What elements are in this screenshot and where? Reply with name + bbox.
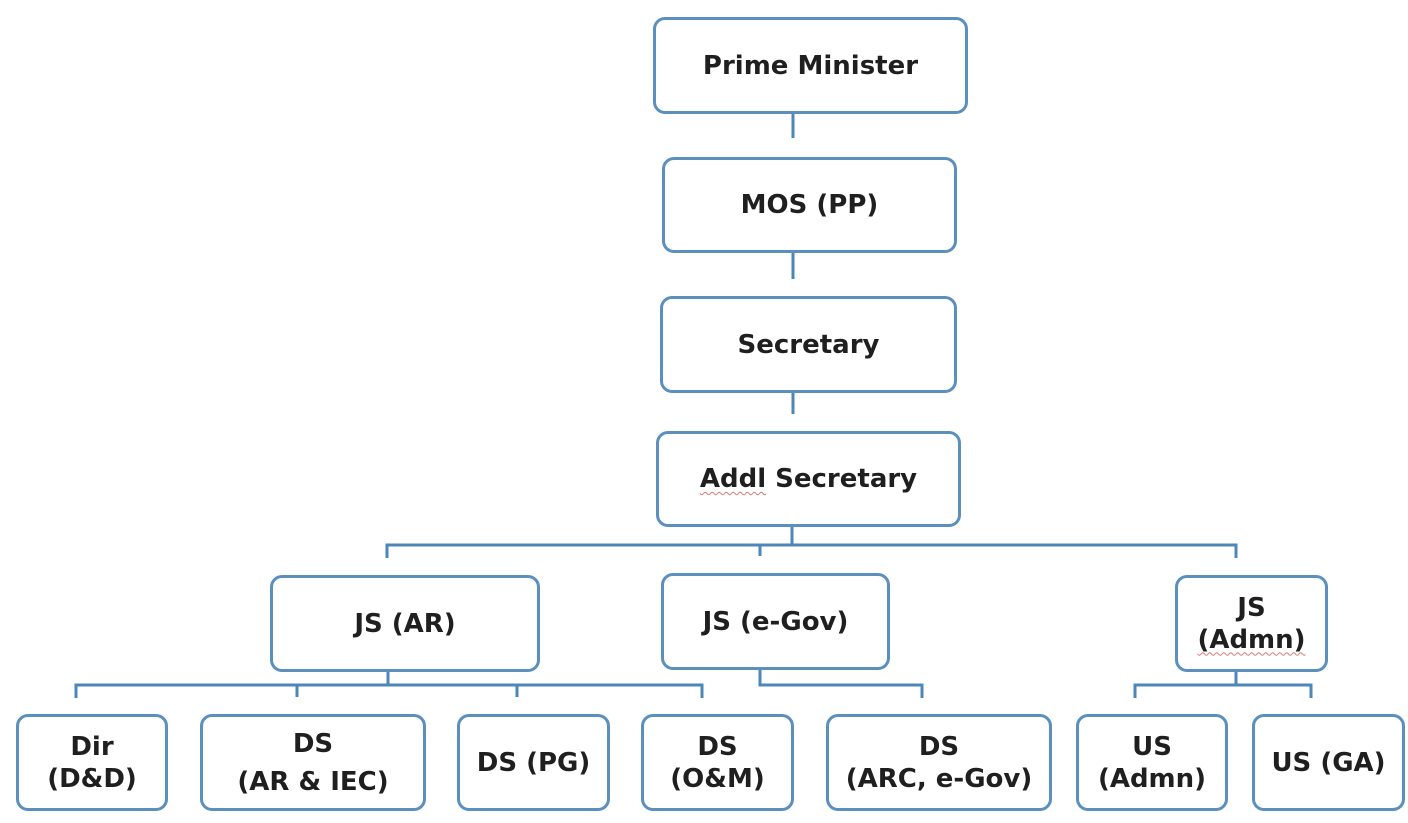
node-ds-arc-egov: DS (ARC, e-Gov) [826, 714, 1052, 811]
node-label: DS (PG) [476, 747, 591, 778]
node-js-egov: JS (e-Gov) [661, 573, 890, 670]
node-secretary: Secretary [660, 296, 957, 393]
node-label-line-1: DS [292, 728, 334, 759]
node-label-line-2: (Admn) [1197, 624, 1306, 655]
node-label-line-1: US [1132, 731, 1172, 762]
node-label: Addl Secretary [699, 464, 918, 494]
node-label: US (GA) [1271, 747, 1386, 778]
spellcheck-word: Addl [699, 464, 767, 494]
node-us-admn: US (Admn) [1076, 714, 1228, 811]
node-label-line-2: (Admn) [1097, 763, 1207, 794]
node-label-line-2: (O&M) [670, 763, 765, 794]
node-js-admn: JS (Admn) [1175, 575, 1328, 672]
node-js-ar: JS (AR) [270, 575, 540, 672]
node-dir-dd: Dir (D&D) [16, 714, 168, 811]
node-label-line-1: DS [918, 731, 960, 762]
node-ds-om: DS (O&M) [641, 714, 794, 811]
node-addl-secretary: Addl Secretary [656, 431, 961, 527]
node-ds-ar-iec: DS (AR & IEC) [200, 714, 426, 811]
node-label-line-1: DS [697, 731, 738, 762]
node-ds-pg: DS (PG) [457, 714, 610, 811]
node-label-line-2: (D&D) [47, 763, 137, 794]
node-label: MOS (PP) [740, 190, 879, 220]
node-label-line-2: (ARC, e-Gov) [845, 763, 1033, 794]
node-prime-minister: Prime Minister [653, 17, 968, 114]
node-label: Prime Minister [702, 50, 919, 81]
node-label: Secretary [737, 329, 880, 360]
node-label: JS (AR) [354, 608, 456, 639]
node-label: JS (e-Gov) [702, 606, 849, 637]
node-mos-pp: MOS (PP) [662, 157, 957, 253]
connector-js-admn-us-level [1133, 670, 1313, 698]
node-label-line-1: JS [1237, 592, 1266, 623]
node-label-line-2: (AR & IEC) [237, 766, 389, 797]
node-us-ga: US (GA) [1252, 714, 1405, 811]
node-label-line-1: Dir [70, 731, 114, 762]
connector-js-egov-ds-arc [758, 668, 924, 698]
